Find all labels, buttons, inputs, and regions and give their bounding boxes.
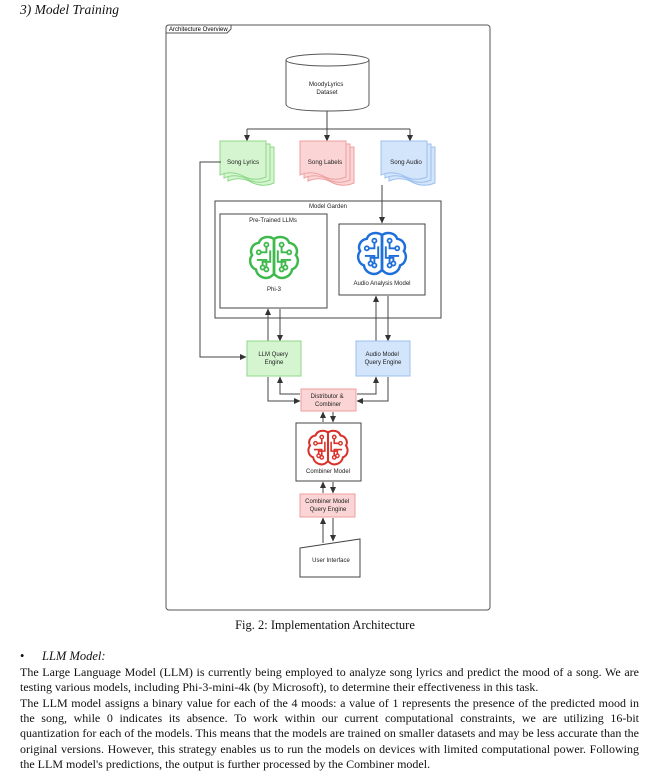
section-heading: 3) Model Training [20,2,120,17]
dataset-cylinder: MoodyLyrics Dataset [285,53,370,112]
svg-text:Audio Model Query Engine: Audio Model Query Engine [365,352,402,366]
song-labels-doc: Song Labels [299,140,355,186]
llm-query-engine-box [246,340,302,377]
model-garden-label: Model Garden [309,204,347,210]
bullet-item-llm-model: • LLM Model: [20,649,106,664]
llm-engine-line1: LLM Query [258,352,288,358]
user-interface-label: User Interface [312,558,350,564]
combiner-engine-line2: Query Engine [310,507,347,513]
combiner-engine-line1: Combiner Model [305,499,349,505]
song-audio-doc: Song Audio [380,140,436,186]
svg-text:LLM Query Engine: LLM Query Engine [258,352,289,366]
phi3-label: Phi-3 [267,287,282,293]
combiner-query-engine-box [299,493,356,518]
svg-text:Combiner Model Query Engin: Combiner Model Query Engine [305,499,351,513]
llm-engine-line2: Engine [265,360,284,366]
song-lyrics-label: Song Lyrics [227,159,259,166]
user-interface-box [299,538,361,578]
bullet-title: LLM Model: [42,649,106,663]
audio-query-engine-box [355,340,411,377]
combiner-model-label: Combiner Model [306,469,350,475]
song-audio-label: Song Audio [390,159,422,166]
bullet-marker: • [20,649,25,663]
paragraph-1: The Large Language Model (LLM) is curren… [20,665,639,695]
paragraph-2: The LLM model assigns a binary value for… [20,696,639,771]
frame-label: Architecture Overview [169,27,228,33]
audio-analysis-label: Audio Analysis Model [353,281,410,287]
dataset-label-line1: MoodyLyrics [309,81,344,88]
pretrained-llms-label: Pre-Trained LLMs [249,218,297,224]
distributor-combiner-box [300,388,357,412]
svg-text:MoodyLyrics Dataset: MoodyLyrics Dataset [309,81,345,96]
distributor-line1: Distributor & [311,394,344,400]
audio-engine-line2: Query Engine [365,360,402,366]
song-labels-label: Song Labels [308,159,342,166]
architecture-diagram: Architecture Overview MoodyLyrics Datase… [165,24,491,611]
figure-caption: Fig. 2: Implementation Architecture [235,618,415,632]
svg-text:Distributor & Combiner: Distributor & Combiner [311,394,346,408]
audio-engine-line1: Audio Model [365,352,398,358]
dataset-label-line2: Dataset [316,89,338,96]
song-lyrics-doc: Song Lyrics [219,140,275,186]
distributor-line2: Combiner [315,402,341,408]
